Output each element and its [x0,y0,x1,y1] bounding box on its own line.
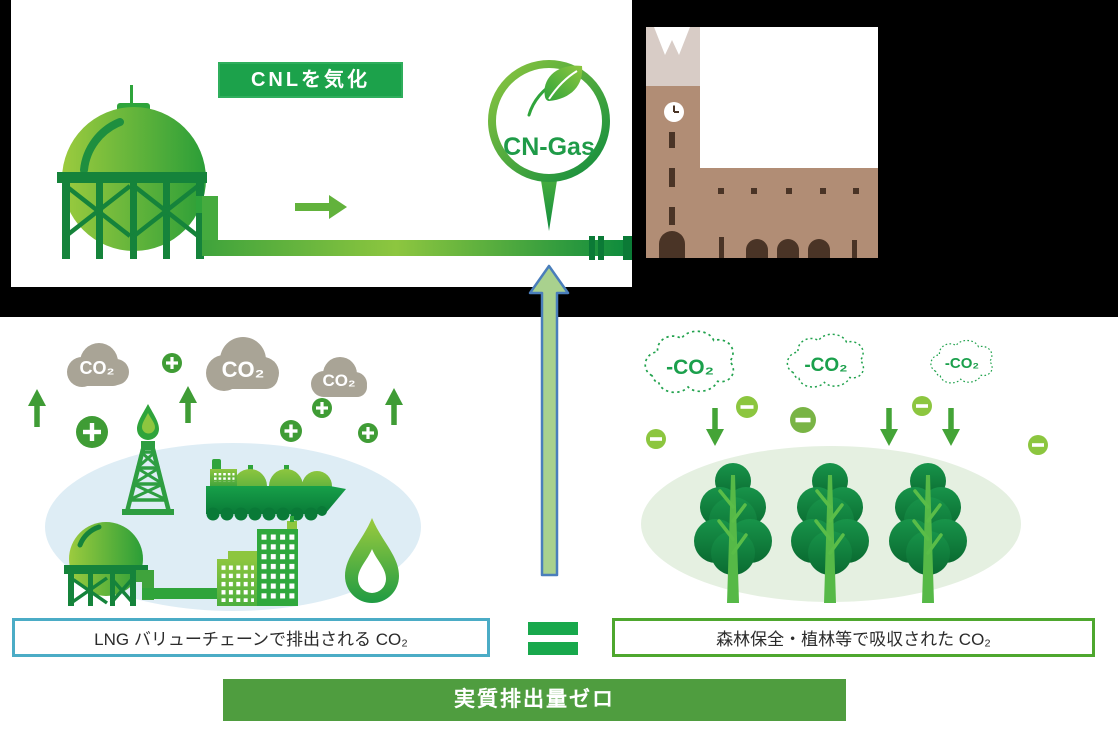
plus-icon [280,420,302,442]
minus-icon [1028,435,1048,455]
cn-gas-pin-icon [488,60,610,231]
down-arrow-icon [706,408,724,446]
co2-cloud-icon [67,343,129,387]
co2-cloud-label: CO₂ [79,358,115,378]
lng-ship-icon [206,459,346,521]
gas-holder-tank-icon [57,85,207,259]
clock-icon [664,102,684,122]
up-arrow-icon [28,389,46,427]
minus-icon [646,429,666,449]
emitted-co2-label: LNG バリューチェーンで排出される CO₂ [94,630,408,649]
city-buildings-icon [217,516,298,606]
up-arrow-icon [179,386,197,423]
co2-cloud-label: CO₂ [322,371,356,390]
up-arrow-icon [385,388,403,425]
down-arrow-icon [942,408,960,446]
plus-icon [312,398,332,418]
net-zero-result-bar: 実質排出量ゼロ [223,679,846,721]
gas-drop-icon [345,518,399,603]
small-tank-icon [64,522,218,606]
minus-icon [790,407,816,433]
minus-co2-cloud-label: -CO₂ [944,355,980,372]
equals-icon [528,622,578,655]
absorption-scene [641,330,1048,605]
absorbed-co2-label: 森林保全・植林等で吸収された CO₂ [716,630,991,649]
co2-cloud-label: CO₂ [221,357,265,382]
co2-cloud-icon [206,337,279,391]
cn-gas-badge-label: CN-Gas [503,133,595,161]
plus-icon [358,423,378,443]
building-icon [646,27,878,258]
leaf-icon [527,65,583,117]
vaporize-process-label: CNLを気化 [218,62,403,98]
minus-co2-cloud-label: -CO₂ [666,356,714,379]
absorbed-co2-box: 森林保全・植林等で吸収された CO₂ [612,618,1095,657]
minus-co2-cloud-label: -CO₂ [804,355,848,376]
pipe-icon [196,196,632,260]
oil-derrick-icon [122,441,174,515]
plus-icon [162,353,182,373]
down-arrow-icon [880,408,898,446]
flame-icon [137,404,159,440]
vaporize-up-arrow-icon [528,264,570,577]
co2-cloud-icon [311,357,367,397]
right-arrow-icon [295,195,347,219]
minus-icon [736,396,758,418]
minus-icon [912,396,932,416]
plus-icon [76,416,108,448]
emissions-scene [28,337,421,611]
emitted-co2-box: LNG バリューチェーンで排出される CO₂ [12,618,490,657]
